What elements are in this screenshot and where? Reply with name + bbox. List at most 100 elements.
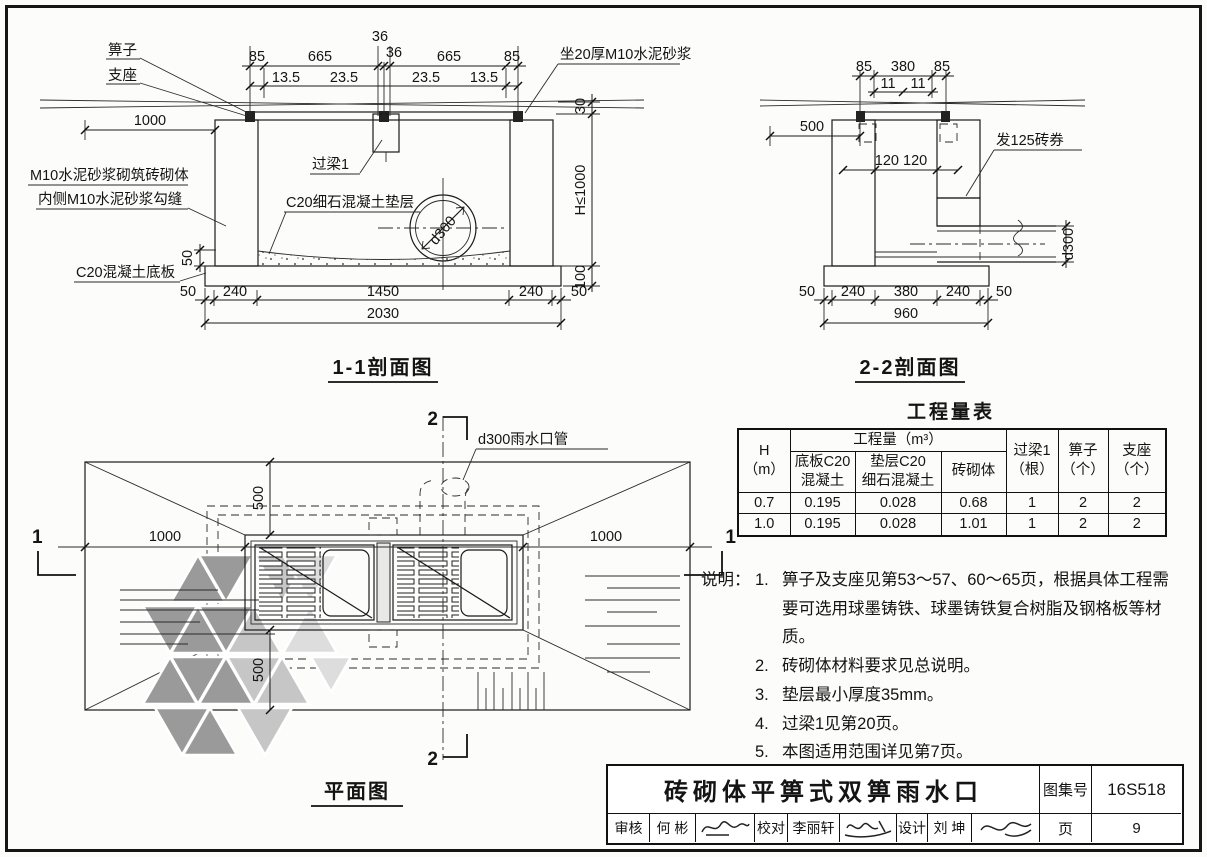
- note-text: 本图适用范围详见第7页。: [782, 743, 973, 762]
- dim-2030: 2030: [367, 306, 399, 322]
- dim-13-5-right: 13.5: [470, 70, 498, 86]
- dim-36-upper: 36: [372, 29, 388, 45]
- note-text: 过梁1见第20页。: [782, 714, 909, 733]
- cell-cushion: 0.028: [854, 491, 942, 515]
- ground-lines: [39, 99, 645, 109]
- reviewer-name: 何 彬: [649, 813, 695, 842]
- section-1-marker-left: 1: [32, 527, 43, 548]
- dim-665-left: 665: [308, 49, 332, 65]
- quantity-table: H （m） 工程量（m³） 过梁1 （根） 箅子 （个） 支座 （个） 底板C2…: [737, 428, 1167, 538]
- lintel-beam: [372, 113, 400, 162]
- checker-label: 校对: [754, 813, 787, 842]
- grate-assembly: [856, 111, 950, 122]
- dim-120-120: 120 120: [875, 153, 927, 169]
- reviewer-label: 审核: [608, 813, 649, 842]
- dim-85-right: 85: [504, 49, 520, 65]
- note-item: 3. 垫层最小厚度35mm。: [701, 681, 1181, 710]
- note-number: 3.: [755, 685, 769, 704]
- section-1-1-drawing: d300 85 665 36 36 665: [28, 29, 691, 383]
- dim-1000-left: 1000: [149, 529, 181, 545]
- signature-icon: [701, 821, 750, 836]
- dim-b50-left: 50: [799, 284, 815, 300]
- signature-icon: [979, 821, 1031, 837]
- designer-label: 设计: [896, 813, 927, 842]
- cell-lintel: 1: [1005, 491, 1059, 515]
- section-2-2-title: 2-2剖面图: [855, 355, 965, 383]
- col-header-slab: 底板C20 混凝土: [789, 450, 856, 493]
- masonry-walls: [214, 119, 554, 267]
- road-hatch-left: [120, 589, 275, 645]
- note-item: 说明： 1. 箅子及支座见第53～57、60～65页，根据具体工程需要可选用球墨…: [701, 566, 1181, 652]
- dim-b50-right: 50: [571, 284, 587, 300]
- section-line-1: 1000 1000 1 1: [32, 527, 736, 576]
- pipe-plan-label: d300雨水口管: [478, 431, 568, 448]
- note-number: 4.: [755, 714, 769, 733]
- cushion-layer: [257, 250, 511, 266]
- dim-b240-right: 240: [946, 284, 970, 300]
- note-number: 1.: [755, 571, 769, 589]
- pipe-dia-label: d300: [1061, 228, 1077, 260]
- checker-name: 李丽轩: [787, 813, 839, 842]
- dim-b380: 380: [894, 284, 918, 300]
- dim-665-right: 665: [437, 49, 461, 65]
- quantity-table-section: 工程量表 H （m） 工程量（m³） 过梁1 （根） 箅子 （个） 支座 （个）…: [737, 397, 1167, 538]
- dims-bottom: 50 240 1450 240 50 2030: [180, 284, 587, 330]
- plan-title: 平面图: [311, 780, 403, 807]
- section-2-2-drawing: 85 380 85 11 11 500 120 120 发125砖券: [759, 59, 1086, 383]
- dims-500: 500 500: [251, 457, 275, 715]
- dim-1000-right: 1000: [590, 529, 622, 545]
- svg-text:2-2剖面图: 2-2剖面图: [860, 355, 961, 379]
- base-slab: [204, 265, 562, 287]
- slab-label: C20混凝土底板: [76, 263, 176, 281]
- checker-signature: [839, 813, 896, 842]
- col-header-grate: 箅子 （个）: [1057, 428, 1109, 493]
- col-header-h: H （m）: [737, 428, 791, 493]
- dim-960: 960: [894, 306, 918, 322]
- col-header-cushion: 垫层C20 细石混凝土: [854, 450, 942, 493]
- dim-36-lower: 36: [386, 45, 402, 61]
- signature-icon: [844, 820, 892, 838]
- dims-bottom: 50 240 380 240 50 960: [799, 284, 1012, 330]
- dims-left: 500 120 120: [765, 119, 963, 175]
- dim-b240-left: 240: [841, 284, 865, 300]
- masonry-label-1: M10水泥砂浆砌筑砖砌体: [30, 166, 189, 184]
- drawing-title: 砖砌体平箅式双箅雨水口: [664, 779, 983, 806]
- dim-500: 500: [800, 119, 824, 135]
- dim-85-right: 85: [934, 59, 950, 75]
- pipe-dia-label: d300: [427, 213, 460, 248]
- note-number: 5.: [755, 743, 769, 762]
- dim-h-max: H≤1000: [573, 165, 589, 216]
- outlet-pipe: [875, 219, 1056, 263]
- table-row: 1.0 0.195 0.028 1.01 1 2 2: [737, 513, 1167, 537]
- dims-right: 30 H≤1000 100: [555, 94, 600, 292]
- cell-h: 1.0: [737, 513, 791, 537]
- arch-label: 发125砖券: [965, 132, 1082, 197]
- note-text: 箅子及支座见第53～57、60～65页，根据具体工程需要可选用球墨铸铁、球墨铸铁…: [782, 571, 1169, 647]
- dim-50-vert: 50: [180, 250, 196, 266]
- ground-lines: [759, 99, 1086, 107]
- note-item: 4. 过梁1见第20页。: [701, 710, 1181, 739]
- labels-1-1: 箅子 支座 坐20厚M10水泥砂浆 M10水泥砂浆砌筑砖砌体 内侧M10水泥砂浆…: [28, 42, 691, 283]
- svg-text:1-1剖面图: 1-1剖面图: [333, 355, 434, 379]
- note-text: 砖砌体材料要求见总说明。: [782, 657, 980, 676]
- notes-label: 说明：: [701, 571, 751, 589]
- col-header-masonry: 砖砌体: [940, 450, 1007, 493]
- brick-arch-label: 发125砖券: [996, 132, 1064, 149]
- col-header-quantity: 工程量（m³）: [789, 428, 1007, 452]
- page-number: 9: [1091, 813, 1181, 842]
- dim-85-left: 85: [249, 49, 265, 65]
- dims-left: 1000 50: [80, 113, 220, 272]
- dim-b240-right: 240: [519, 284, 543, 300]
- note-item: 2. 砖砌体材料要求见总说明。: [701, 652, 1181, 681]
- quantity-table-title: 工程量表: [906, 402, 995, 423]
- grass-ticks: [477, 672, 545, 710]
- apron-outline: [84, 461, 691, 711]
- dim-b50-left: 50: [180, 284, 196, 300]
- title-block: 砖砌体平箅式双箅雨水口 图集号 16S518 审核 何 彬 校对 李丽轩 设计 …: [606, 764, 1184, 845]
- note-text: 垫层最小厚度35mm。: [782, 685, 944, 704]
- col-header-support: 支座 （个）: [1107, 428, 1167, 493]
- atlas-number: 16S518: [1091, 766, 1181, 813]
- dim-23-5-right: 23.5: [412, 70, 440, 86]
- cell-masonry: 0.68: [940, 491, 1007, 515]
